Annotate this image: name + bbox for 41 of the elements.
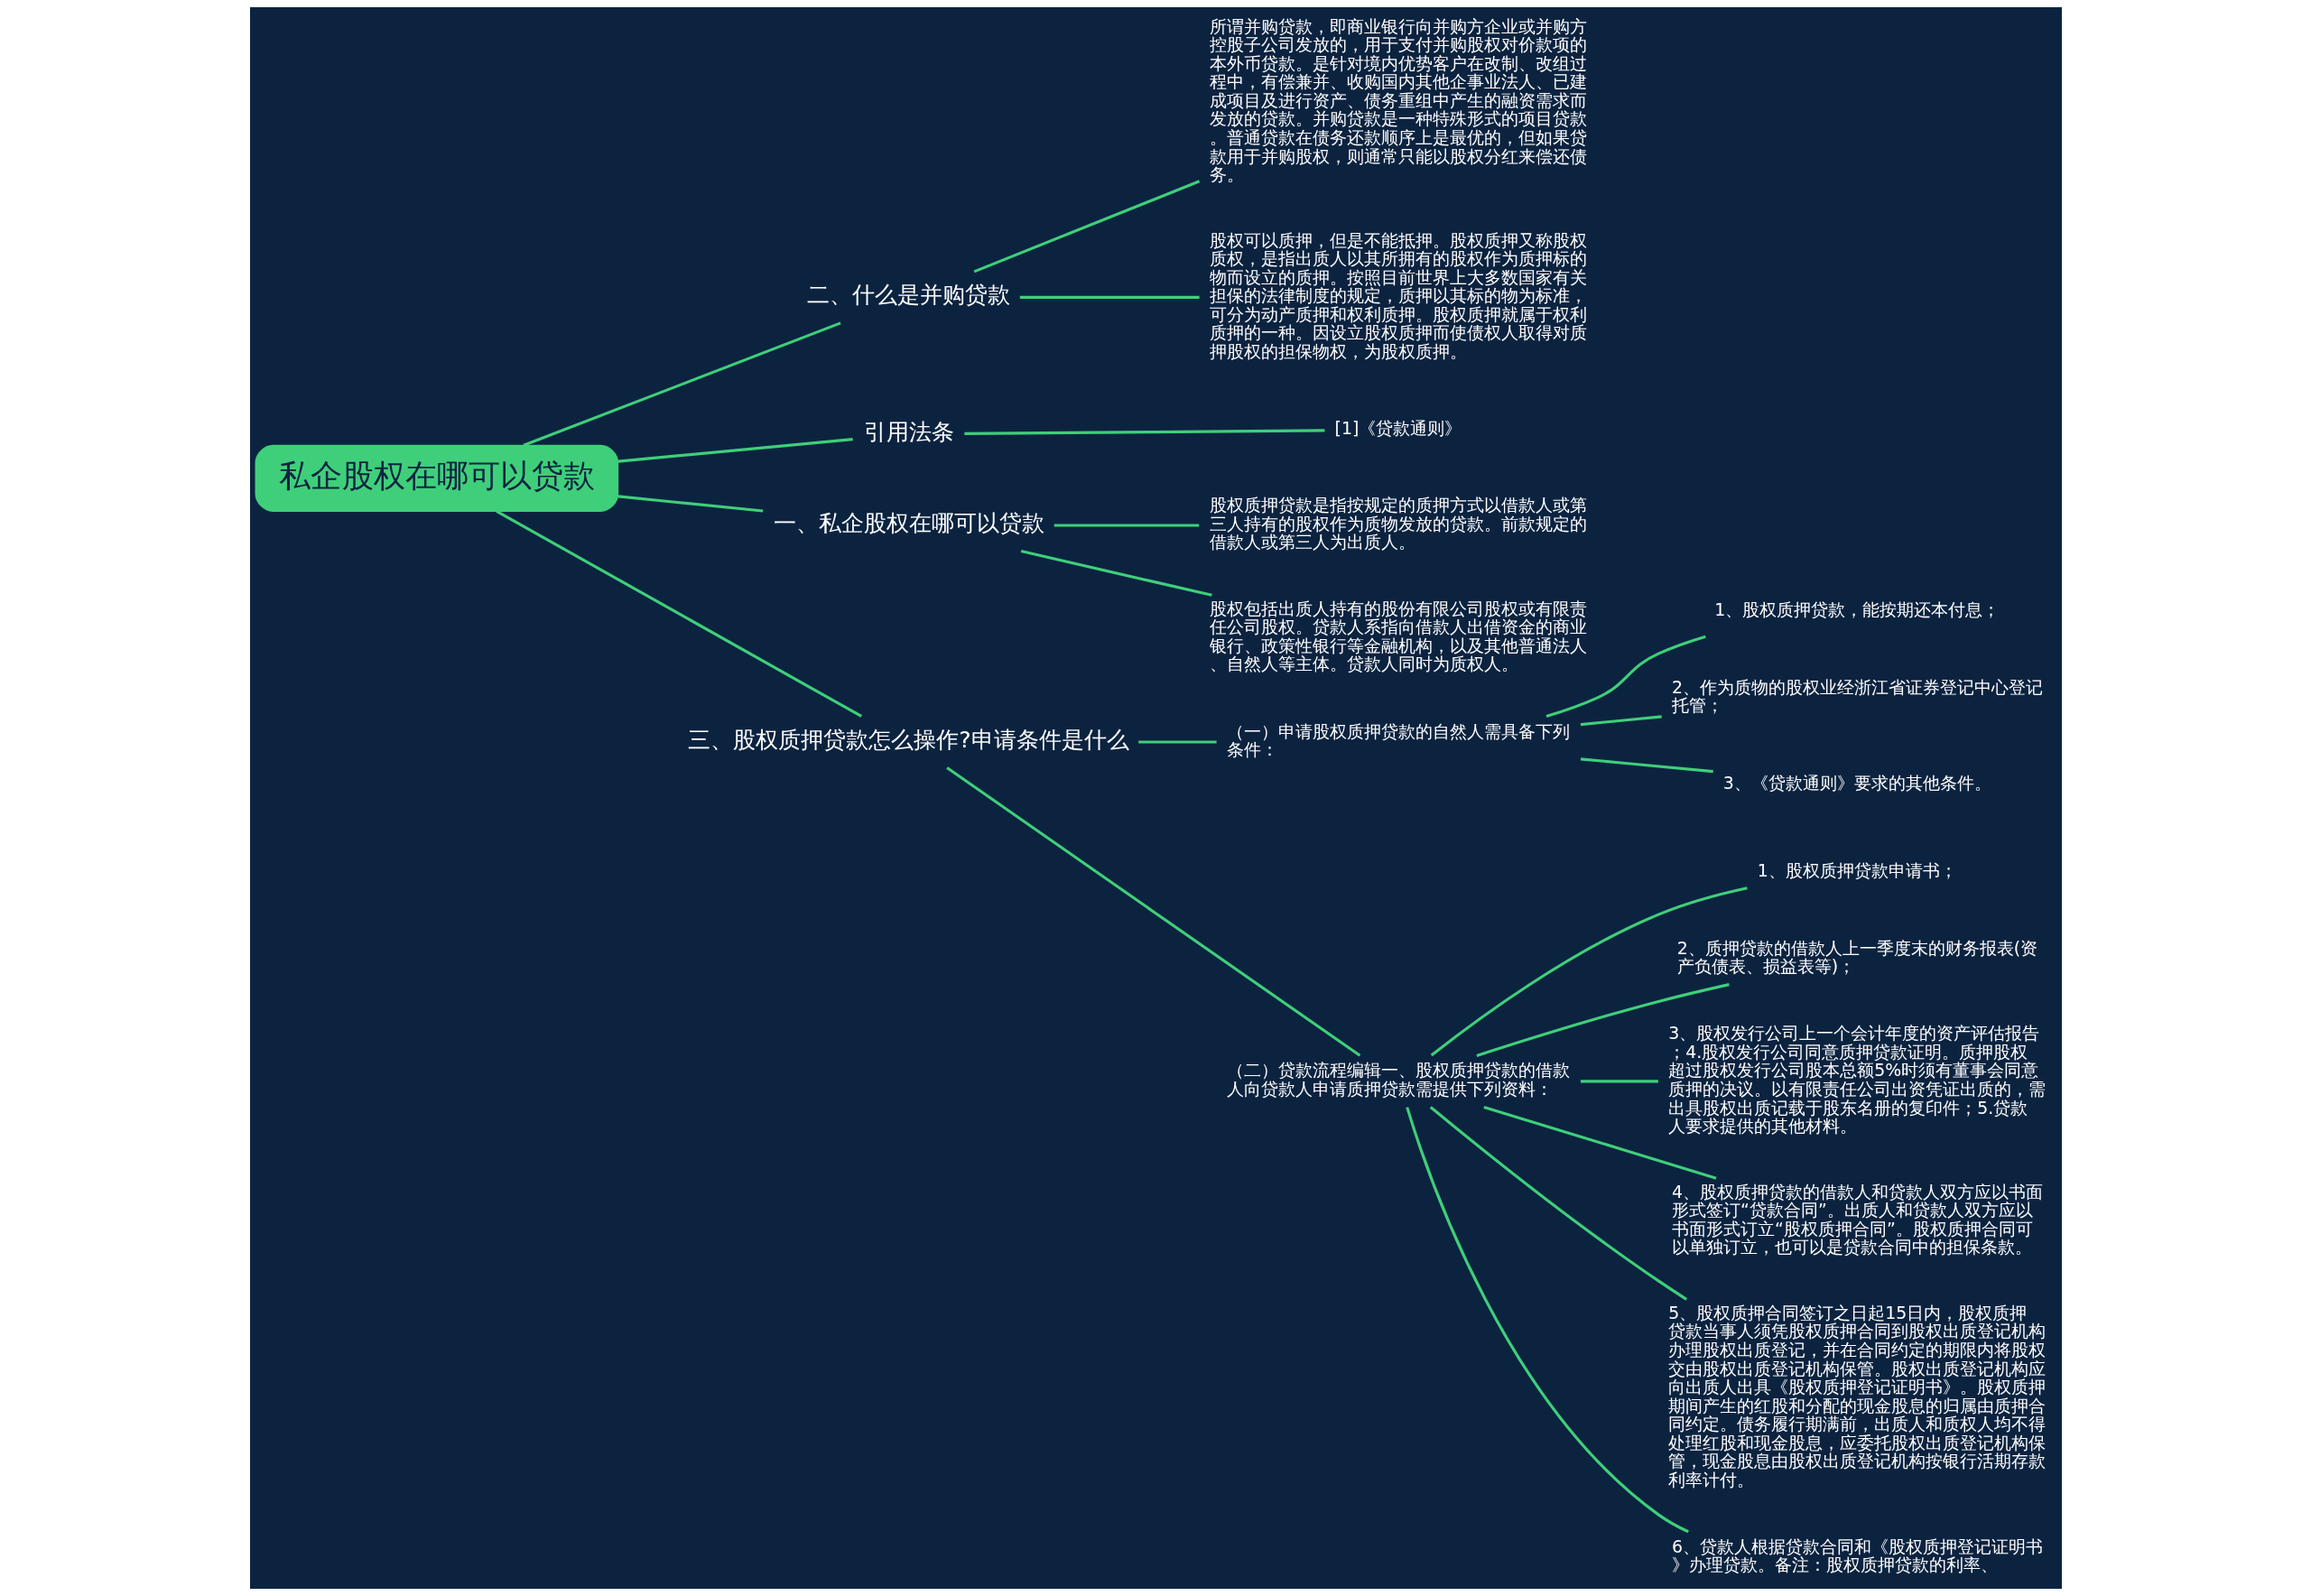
connector (1053, 524, 1199, 527)
node-text: 5、股权质押合同签订之日起15日内，股权质押贷款当事人须凭股权质押合同到股权出质登记机构办理股权出质登记，并在合同约定的期限内将股权交由股权出质登记机构保管。股权出质登记机构应向出质人出具《股权质押登记证明书》。股权质押期间产生的红股和分配的现金股息的归属由质押合同约定。债务履行期满前，出质人和质权人均不得处理红股和现金股息，应委托股权出质登记机构保管，现金股息由股权出质登记机构按银行活期存款利率计付。 (1667, 1302, 2046, 1489)
connector (617, 495, 763, 513)
connector (1545, 635, 1706, 718)
node-text: 所谓并购贷款，即商业银行向并购方企业或并购方控股子公司发放的，用于支付并购股权对价款项的本外币贷款。是针对境内优势客户在改制、改组过程中，有偿兼并、收购国内其他企事业法人、已建成项目及进行资产、债务重组中产生的融资需求而发放的贷款。并购贷款是一种特殊形式的项目贷款。普通贷款在债务还款顺序上是最优的，但如果贷款用于并购股权，则通常只能以股权分红来偿还债务。 (1209, 15, 1587, 185)
node-text: 引用法条 (863, 418, 954, 445)
connector (617, 438, 853, 463)
connector (1475, 983, 1730, 1057)
node-text: 1、股权质押贷款，能按期还本付息； (1713, 598, 2000, 619)
connector (495, 509, 862, 718)
node-box: 私企股权在哪可以贷款 (255, 444, 618, 512)
node-text: 4、股权质押贷款的借款人和贷款人双方应以书面形式签订“贷款合同”。出质人和贷款人双方应以书面形式订立“股权质押合同”。股权质押合同可以单独订立，也可以是贷款合同中的担保条款。 (1671, 1181, 2043, 1257)
node-text: 股权包括出质人持有的股份有限公司股权或有限责任公司股权。贷款人系指向借款人出借资金的商业银行、政策性银行等金融机构，以及其他普通法人、自然人等主体。贷款人同时为质权人。 (1209, 598, 1587, 674)
node-text: 二、什么是并购贷款 (806, 282, 1010, 309)
node-text: 股权可以质押，但是不能抵押。股权质押又称股权质权，是指出质人以其所拥有的股权作为质押标的物而设立的质押。按照目前世界上大多数国家有关担保的法律制度的规定，质押以其标的物为标准，可分为动产质押和权利质押。股权质押就属于权利质押的一种。因设立股权质押而使债权人取得对质押股权的担保物权，为股权质押。 (1209, 229, 1587, 361)
connector (1482, 1105, 1717, 1180)
connector (523, 321, 841, 447)
connector (945, 766, 1360, 1057)
connector (963, 429, 1324, 435)
node-text: [1]《贷款通则》 (1334, 418, 1462, 439)
connector (1429, 1106, 1687, 1301)
node-text: 一、私企股权在哪可以贷款 (773, 510, 1044, 536)
node-text: 1、股权质押贷款申请书； (1757, 859, 1957, 880)
node-text: （一）申请股权质押贷款的自然人需具备下列条件： (1226, 720, 1570, 760)
node-text: 股权质押贷款是指按规定的质押方式以借款人或第三人持有的股权作为质物发放的贷款。前款规定的借款人或第三人为出质人。 (1209, 495, 1587, 552)
node-text: 3、《贷款通则》要求的其他条件。 (1722, 773, 1991, 793)
node-text: 6、贷款人根据贷款合同和《股权质押登记证明书》办理贷款。备注：股权质押贷款的利率、 (1671, 1536, 2043, 1575)
node-text: 2、作为质物的股权业经浙江省证券登记中心登记托管； (1671, 676, 2043, 716)
connector (1019, 295, 1200, 299)
connector (973, 180, 1200, 274)
connector (1405, 1107, 1689, 1534)
node-text: 2、质押贷款的借款人上一季度末的财务报表(资产负债表、损益表等)； (1676, 937, 2037, 977)
node-text: （二）贷款流程编辑一、股权质押贷款的借款人向贷款人申请质押贷款需提供下列资料： (1226, 1060, 1570, 1099)
node-text: 三、股权质押贷款怎么操作?申请条件是什么 (687, 727, 1129, 754)
connector (1580, 757, 1713, 774)
node-text: 3、股权发行公司上一个会计年度的资产评估报告；4.股权发行公司同意质押贷款证明。质押股权超过股权发行公司股本总额5%时须有董事会同意质押的决议。以有限责任公司出资凭证出质的，需出具股权出质记载于股东名册的复印件；5.贷款人要求提供的其他材料。 (1667, 1023, 2046, 1137)
connector (1020, 549, 1212, 597)
connector (1430, 886, 1748, 1057)
connector (1580, 1080, 1658, 1083)
connector (1580, 715, 1662, 727)
connector (1137, 740, 1217, 744)
